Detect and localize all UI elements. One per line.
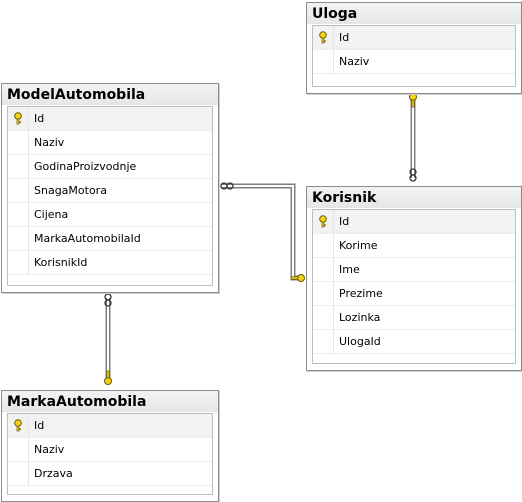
many-end-marker-icon [409,168,417,182]
column-row[interactable]: KorisnikId [8,251,212,275]
column-row[interactable]: Id [313,26,515,50]
column-name: GodinaProizvodnje [34,160,137,173]
table-korisnik[interactable]: Korisnik Id Korime Ime Prezime Lozinka U… [306,186,522,371]
column-name: KorisnikId [34,256,88,269]
column-name: UlogaId [339,335,381,348]
column-list: Id Korime Ime Prezime Lozinka UlogaId [312,209,516,364]
column-row[interactable]: Ime [313,258,515,282]
primary-key-icon [319,215,327,228]
column-name: Prezime [339,287,383,300]
column-name: Naziv [34,136,65,149]
column-row[interactable]: Id [313,210,515,234]
column-row[interactable]: MarkaAutomobilaId [8,227,212,251]
column-name: Ime [339,263,360,276]
column-row[interactable]: Prezime [313,282,515,306]
column-list: Id Naziv Drzava [7,413,213,495]
column-row[interactable]: Id [8,414,212,438]
column-name: Korime [339,239,378,252]
primary-key-icon [14,112,22,125]
column-name: Id [34,112,45,125]
table-title: Korisnik [307,187,521,208]
column-row[interactable]: Cijena [8,203,212,227]
one-end-key-icon [104,370,112,385]
column-name: Cijena [34,208,69,221]
one-end-key-icon [409,93,417,108]
column-name: Naziv [339,55,370,68]
column-row[interactable]: UlogaId [313,330,515,354]
column-name: Id [34,419,45,432]
column-row[interactable]: Lozinka [313,306,515,330]
column-row[interactable]: Naziv [8,131,212,155]
many-end-marker-icon [104,293,112,307]
column-name: Naziv [34,443,65,456]
relationship-korisnik-modelautomobila[interactable] [222,183,298,281]
column-row[interactable]: GodinaProizvodnje [8,155,212,179]
many-end-marker-icon [220,182,234,190]
one-end-key-icon [290,274,305,282]
column-row[interactable]: Naziv [8,438,212,462]
column-name: SnagaMotora [34,184,107,197]
table-modelautomobila[interactable]: ModelAutomobila Id Naziv GodinaProizvodn… [1,83,219,293]
column-row[interactable]: Korime [313,234,515,258]
column-name: Drzava [34,467,73,480]
column-name: MarkaAutomobilaId [34,232,141,245]
column-row[interactable]: Naziv [313,50,515,74]
column-list: Id Naziv [312,25,516,87]
table-title: Uloga [307,3,521,24]
column-name: Id [339,31,350,44]
primary-key-icon [319,31,327,44]
table-title: MarkaAutomobila [2,391,218,412]
column-name: Id [339,215,350,228]
column-name: Lozinka [339,311,381,324]
table-title: ModelAutomobila [2,84,218,105]
table-uloga[interactable]: Uloga Id Naziv [306,2,522,94]
column-list: Id Naziv GodinaProizvodnje SnagaMotora C… [7,106,213,286]
column-row[interactable]: Drzava [8,462,212,486]
column-row[interactable]: Id [8,107,212,131]
column-row[interactable]: SnagaMotora [8,179,212,203]
primary-key-icon [14,419,22,432]
table-markaautomobila[interactable]: MarkaAutomobila Id Naziv Drzava [1,390,219,502]
